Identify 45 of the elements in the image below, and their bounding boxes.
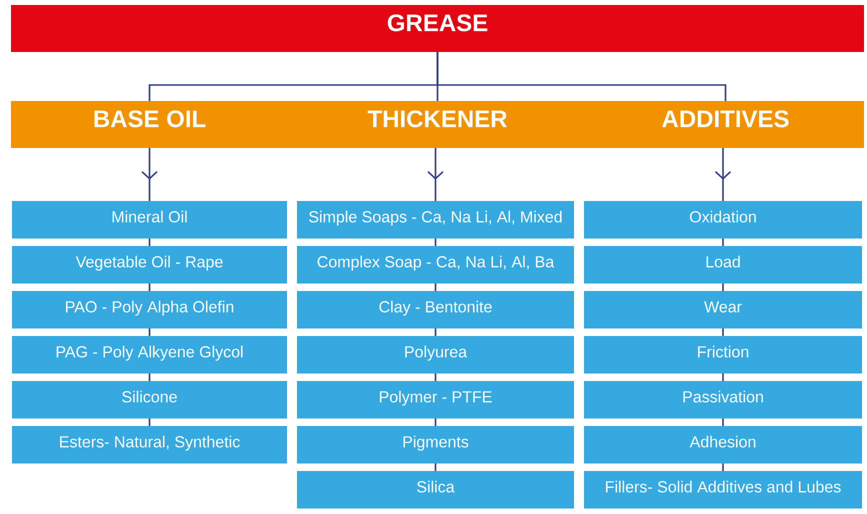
connector-line xyxy=(434,418,436,426)
item-box: Passivation xyxy=(584,381,862,418)
connector-line xyxy=(722,418,724,426)
connector-line xyxy=(722,464,724,471)
item-box: Clay - Bentonite xyxy=(297,291,574,328)
connector-line xyxy=(434,374,436,381)
header-box: BASE OIL xyxy=(11,101,288,148)
node-label: ADDITIVES xyxy=(662,110,789,128)
connector-line xyxy=(148,238,150,246)
category-bar: GREASE xyxy=(11,5,864,52)
item-box: Fillers- Solid Additives and Lubes xyxy=(584,471,862,508)
item-box: Simple Soaps - Ca, Na Li, Al, Mixed xyxy=(297,201,574,238)
connector-line xyxy=(434,284,436,291)
item-box: PAG - Poly Alkyene Glycol xyxy=(12,336,287,374)
item-box: Complex Soap - Ca, Na Li, Al, Ba xyxy=(297,246,574,284)
connector-line xyxy=(434,328,436,336)
connector-line xyxy=(148,374,150,381)
connector-line xyxy=(148,328,150,336)
header-box: THICKENER xyxy=(288,101,587,148)
item-box: Load xyxy=(584,246,862,284)
node-label: BASE OIL xyxy=(94,110,206,128)
item-box: Polyurea xyxy=(297,336,574,374)
node-label: THICKENER xyxy=(368,110,508,128)
connector-line xyxy=(148,418,150,426)
connector-line xyxy=(436,52,726,101)
item-box: Silicone xyxy=(12,381,287,418)
item-box: Esters- Natural, Synthetic xyxy=(12,426,287,464)
item-box: Adhesion xyxy=(584,426,862,464)
item-box: PAO - Poly Alpha Olefin xyxy=(12,291,287,328)
header-box: ADDITIVES xyxy=(587,101,864,148)
connector-line xyxy=(722,238,724,246)
item-box: Friction xyxy=(584,336,862,374)
connector-line xyxy=(434,464,436,471)
connector-line xyxy=(722,284,724,291)
item-box: Vegetable Oil - Rape xyxy=(12,246,287,284)
item-box: Mineral Oil xyxy=(12,201,287,238)
connector-line xyxy=(148,284,150,291)
item-box: Polymer - PTFE xyxy=(297,381,574,418)
connector-line xyxy=(722,328,724,336)
connector-line xyxy=(434,238,436,246)
item-box: Oxidation xyxy=(584,201,862,238)
item-box: Silica xyxy=(297,471,574,508)
item-box: Pigments xyxy=(297,426,574,464)
item-box: Wear xyxy=(584,291,862,328)
connector-line xyxy=(722,374,724,381)
